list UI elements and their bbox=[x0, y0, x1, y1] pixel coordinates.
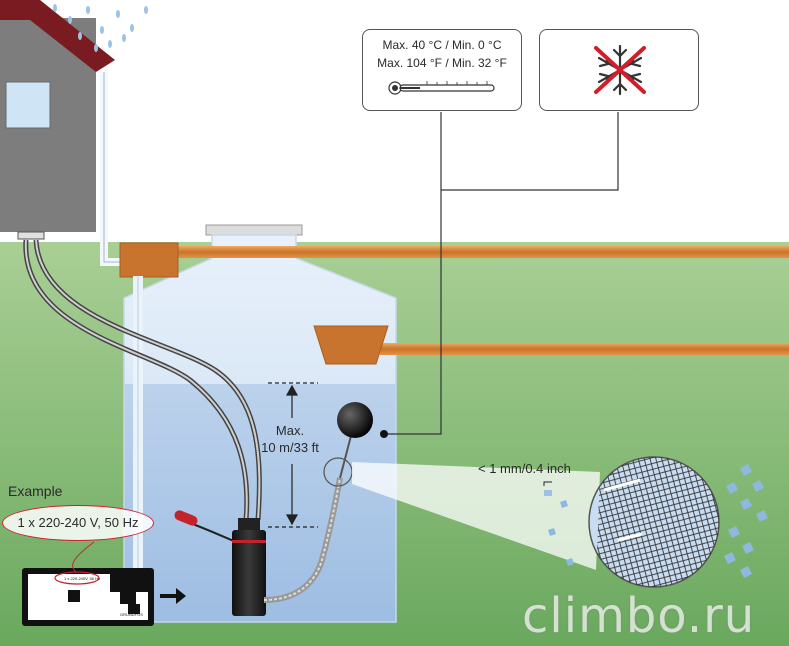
max-depth-line2: 10 m/33 ft bbox=[261, 440, 319, 455]
rain-drops bbox=[53, 4, 148, 52]
temperature-range-box: Max. 40 °C / Min. 0 °C Max. 104 °F / Min… bbox=[362, 29, 522, 111]
nameplate-icon: 1 x 220-240V, 50 Hz GRUNDFOS bbox=[22, 568, 154, 626]
svg-text:1 x 220-240V, 50 Hz: 1 x 220-240V, 50 Hz bbox=[64, 576, 100, 581]
filter-detail bbox=[323, 456, 720, 588]
thermometer-icon bbox=[388, 81, 495, 95]
temperature-fahrenheit-label: Max. 104 °F / Min. 32 °F bbox=[377, 56, 507, 70]
house bbox=[0, 0, 115, 240]
max-depth-label: Max. 10 m/33 ft bbox=[250, 422, 330, 456]
temperature-celsius-label: Max. 40 °C / Min. 0 °C bbox=[382, 38, 502, 52]
submersible-pump bbox=[232, 431, 353, 616]
max-depth-line1: Max. bbox=[275, 423, 305, 438]
example-heading: Example bbox=[8, 483, 63, 499]
max-depth-dimension bbox=[268, 382, 318, 528]
no-frost-icon bbox=[594, 44, 646, 96]
watermark-text: climbo.ru bbox=[522, 588, 756, 644]
mesh-size-label: < 1 mm/0.4 inch bbox=[478, 461, 571, 476]
svg-text:GRUNDFOS: GRUNDFOS bbox=[120, 612, 143, 617]
no-frost-box bbox=[539, 29, 699, 111]
voltage-callout: 1 x 220-240 V, 50 Hz bbox=[2, 505, 154, 541]
debris-particles bbox=[548, 464, 768, 578]
cables bbox=[23, 239, 262, 521]
overflow-pipe bbox=[313, 325, 789, 365]
float-ball bbox=[337, 402, 373, 438]
